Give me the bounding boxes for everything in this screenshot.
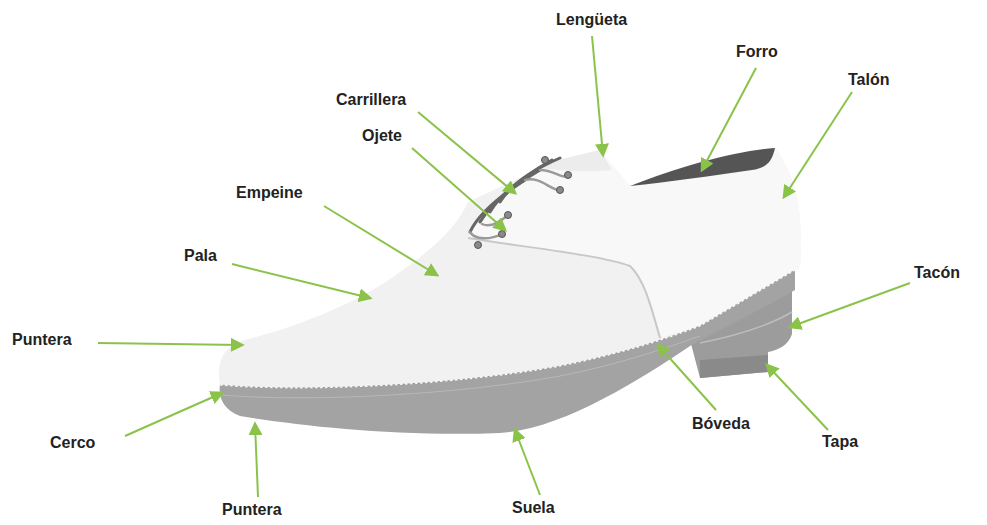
laces [470, 158, 560, 232]
part-label: Forro [736, 42, 778, 62]
part-label: Carrillera [336, 90, 406, 110]
quarter [468, 148, 801, 338]
shoe-upper [219, 148, 801, 388]
part-label: Cerco [50, 433, 95, 453]
quarter-seam [468, 238, 660, 338]
part-label: Puntera [222, 500, 282, 520]
part-label: Talón [848, 70, 889, 90]
part-label: Suela [512, 498, 555, 518]
part-label: Puntera [12, 330, 72, 350]
part-label: Empeine [236, 183, 303, 203]
stitching [220, 270, 795, 388]
part-label: Tapa [822, 432, 858, 452]
lace-loops [470, 170, 568, 238]
part-label: Pala [184, 246, 217, 266]
part-label: Lengüeta [556, 10, 627, 30]
leader-lines [98, 36, 910, 497]
heel-cap [700, 355, 768, 378]
stitching [220, 270, 795, 388]
part-label: Tacón [914, 263, 960, 283]
part-label: Ojete [362, 126, 402, 146]
part-label: Bóveda [692, 414, 750, 434]
